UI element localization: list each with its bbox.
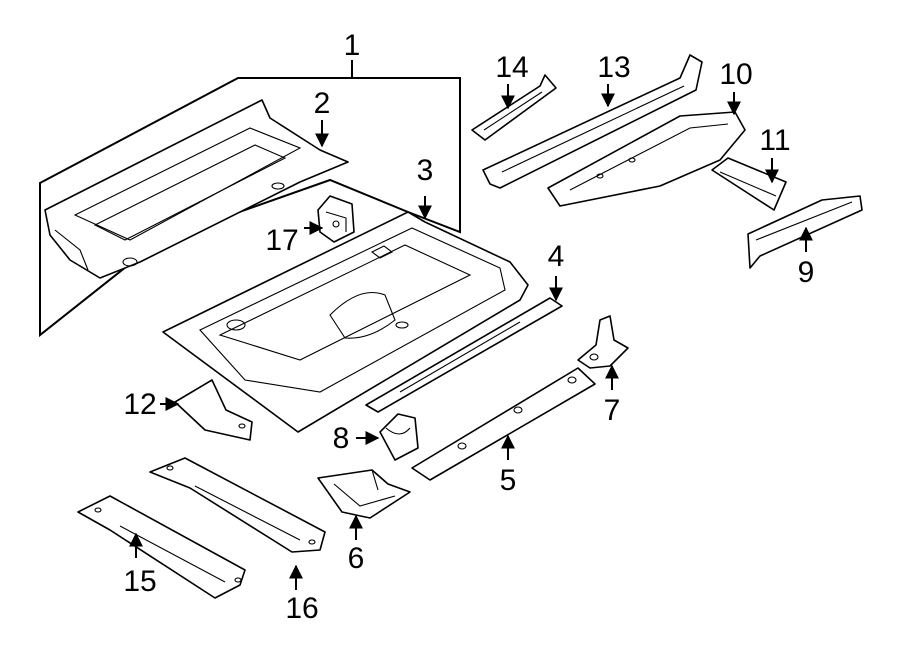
part-16-crossmember [149, 457, 326, 553]
callout-7: 7 [604, 394, 621, 427]
callout-1: 1 [344, 29, 361, 62]
callout-5: 5 [500, 464, 517, 497]
part-11-channel [711, 157, 787, 211]
part-10-side-member [547, 111, 746, 207]
part-14-strip [471, 74, 557, 141]
part-13-rail [482, 54, 703, 189]
callout-17: 17 [265, 224, 298, 257]
callout-4: 4 [548, 240, 565, 273]
callout-labels: 1 2 3 4 5 6 7 8 9 10 11 12 13 14 15 16 1… [123, 29, 814, 625]
callout-13: 13 [597, 51, 630, 84]
part-2-rear-floor-pan [44, 99, 349, 279]
callout-11: 11 [759, 124, 790, 157]
callout-8: 8 [333, 422, 350, 455]
leader-lines [129, 60, 813, 590]
callout-12: 12 [123, 388, 156, 421]
callout-15: 15 [123, 565, 156, 598]
part-4-reinforcement [365, 297, 563, 413]
callout-2: 2 [314, 87, 331, 120]
part-7-bracket [577, 315, 629, 369]
callout-16: 16 [285, 592, 318, 625]
callout-9: 9 [798, 256, 815, 289]
callout-10: 10 [719, 58, 752, 91]
callout-14: 14 [495, 51, 528, 84]
part-3-front-floor-pan [162, 211, 529, 433]
part-17-bracket [317, 195, 355, 243]
callout-3: 3 [417, 154, 434, 187]
part-6-seat-bracket [317, 469, 411, 519]
part-8-mount [379, 413, 419, 461]
part-12-gusset [174, 379, 253, 441]
part-15-crossmember [77, 495, 246, 599]
callout-6: 6 [348, 542, 365, 575]
part-5-sill [411, 367, 596, 481]
